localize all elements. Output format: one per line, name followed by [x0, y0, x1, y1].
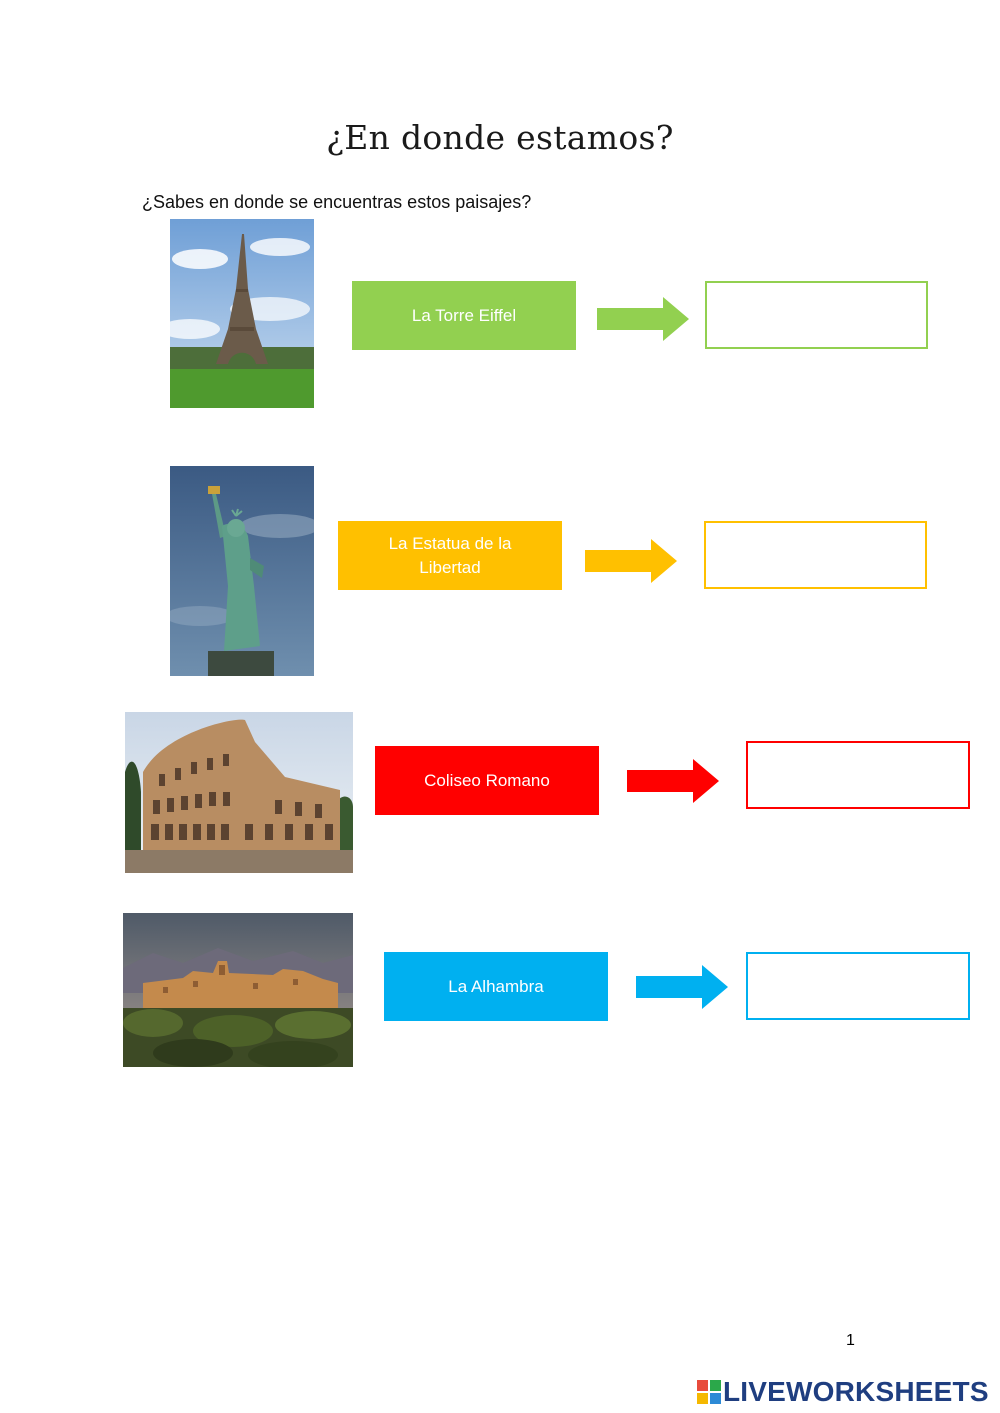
eiffel-tower-photo [170, 219, 314, 408]
arrow-right-icon [597, 297, 689, 341]
arrow-right-icon [627, 759, 719, 803]
logo-text: LIVEWORKSHEETS [723, 1376, 989, 1407]
colosseum-photo [125, 712, 353, 873]
answer-field-eiffel-tower[interactable] [705, 281, 928, 349]
statue-of-liberty-photo [170, 466, 314, 676]
arrow-right-icon [585, 539, 677, 583]
label-statue-of-liberty: La Estatua de la Libertad [338, 521, 562, 590]
answer-field-alhambra[interactable] [746, 952, 970, 1020]
page-number: 1 [846, 1332, 855, 1349]
label-alhambra: La Alhambra [384, 952, 608, 1021]
label-colosseum: Coliseo Romano [375, 746, 599, 815]
answer-field-statue-of-liberty[interactable] [704, 521, 927, 589]
alhambra-photo [123, 913, 353, 1067]
page-title: ¿En donde estamos? [326, 118, 674, 157]
liveworksheets-logo-icon [697, 1380, 721, 1404]
question-text: ¿Sabes en donde se encuentras estos pais… [142, 192, 532, 212]
answer-field-colosseum[interactable] [746, 741, 970, 809]
arrow-right-icon [636, 965, 728, 1009]
liveworksheets-logo: LIVEWORKSHEETS [697, 1376, 989, 1408]
label-eiffel-tower: La Torre Eiffel [352, 281, 576, 350]
